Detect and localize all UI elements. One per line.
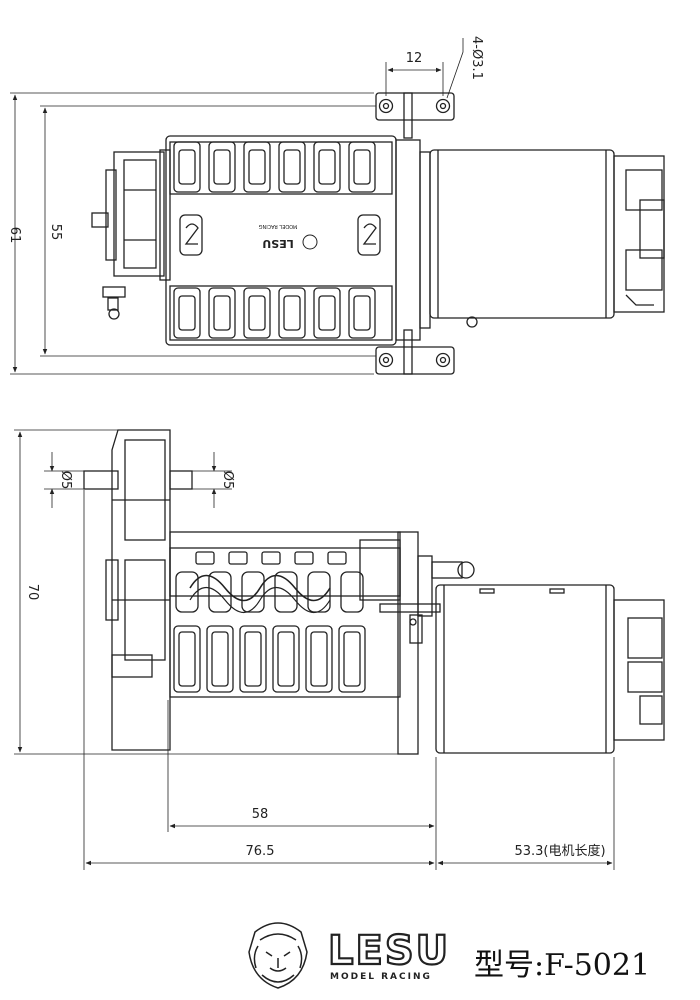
cooling-fins-bottom <box>173 571 366 693</box>
fin <box>206 625 234 693</box>
mount-plate-side <box>379 531 475 755</box>
gearbox-body <box>165 135 397 346</box>
motor-end-cap-side <box>613 599 665 741</box>
fin <box>248 295 266 331</box>
fin <box>318 295 336 331</box>
output-shaft-left <box>83 470 119 490</box>
fin <box>195 551 215 565</box>
lion-logo <box>248 922 308 989</box>
top-view-dimensions <box>10 38 464 375</box>
fin <box>294 551 314 565</box>
fin <box>208 141 236 193</box>
top-view: LESU MODEL RACING <box>91 92 665 375</box>
output-shaft-right <box>169 470 193 490</box>
dim-total-length: 76.5 <box>246 844 275 859</box>
fin <box>213 149 231 185</box>
dim-shaft-right: Ø5 <box>220 471 235 490</box>
motor-can-side <box>435 584 615 754</box>
fin <box>241 571 265 613</box>
motor-screw <box>466 316 478 328</box>
fin <box>310 631 328 687</box>
motor-end-cap <box>613 155 665 313</box>
fin <box>313 287 341 339</box>
fin <box>228 551 248 565</box>
fin <box>248 149 266 185</box>
brand-logo: LESU <box>328 928 450 974</box>
fin <box>327 551 347 565</box>
mounting-bracket-bottom <box>375 329 455 375</box>
cooling-fins-top <box>195 551 347 565</box>
dim-holes: 4-Ø3.1 <box>469 36 484 80</box>
gear-housing <box>105 429 171 751</box>
dim-side-height: 70 <box>25 584 40 601</box>
fin <box>213 295 231 331</box>
fin <box>211 631 229 687</box>
fin <box>173 141 201 193</box>
stamp-logo-text: LESU <box>262 237 293 250</box>
dim-overall-height: 61 <box>7 227 22 244</box>
model-number: 型号:F-5021 <box>474 948 650 983</box>
motor-can <box>429 149 615 319</box>
fin <box>278 141 306 193</box>
fin <box>208 571 232 613</box>
fin <box>178 295 196 331</box>
fin <box>272 625 300 693</box>
fin <box>340 571 364 613</box>
fin <box>243 141 271 193</box>
fin <box>277 631 295 687</box>
fin <box>278 287 306 339</box>
fin <box>353 295 371 331</box>
brand-subtitle: MODEL RACING <box>330 972 432 982</box>
gear-cover-left <box>91 149 171 320</box>
dim-bracket-height: 55 <box>48 224 63 241</box>
fin <box>313 141 341 193</box>
fin <box>305 625 333 693</box>
fin <box>307 571 331 613</box>
fin <box>318 149 336 185</box>
dim-gearbox-length: 58 <box>252 807 269 822</box>
dim-hole-spacing: 12 <box>406 51 423 66</box>
fin <box>173 625 201 693</box>
fin <box>178 149 196 185</box>
mount-plate <box>395 139 421 341</box>
fin <box>348 141 376 193</box>
side-view-dimensions <box>14 429 615 870</box>
dim-motor-length: 53.3(电机长度) <box>514 843 605 859</box>
fin <box>348 287 376 339</box>
fin <box>173 287 201 339</box>
fin <box>353 149 371 185</box>
mounting-bracket-top <box>375 92 455 139</box>
fin <box>244 631 262 687</box>
dim-shaft-left: Ø5 <box>58 471 73 490</box>
fin <box>343 631 361 687</box>
fin <box>283 295 301 331</box>
stamp-sub-text: MODEL RACING <box>258 223 297 229</box>
fin <box>338 625 366 693</box>
fin <box>274 571 298 613</box>
fin <box>261 551 281 565</box>
side-view <box>83 429 665 755</box>
cooling-fins <box>173 141 376 339</box>
fin <box>239 625 267 693</box>
gearbox-body-side <box>169 531 401 698</box>
fin <box>283 149 301 185</box>
fin <box>208 287 236 339</box>
body-stamp: LESU MODEL RACING <box>258 223 318 250</box>
fin <box>178 631 196 687</box>
fin <box>243 287 271 339</box>
fin <box>175 571 199 613</box>
